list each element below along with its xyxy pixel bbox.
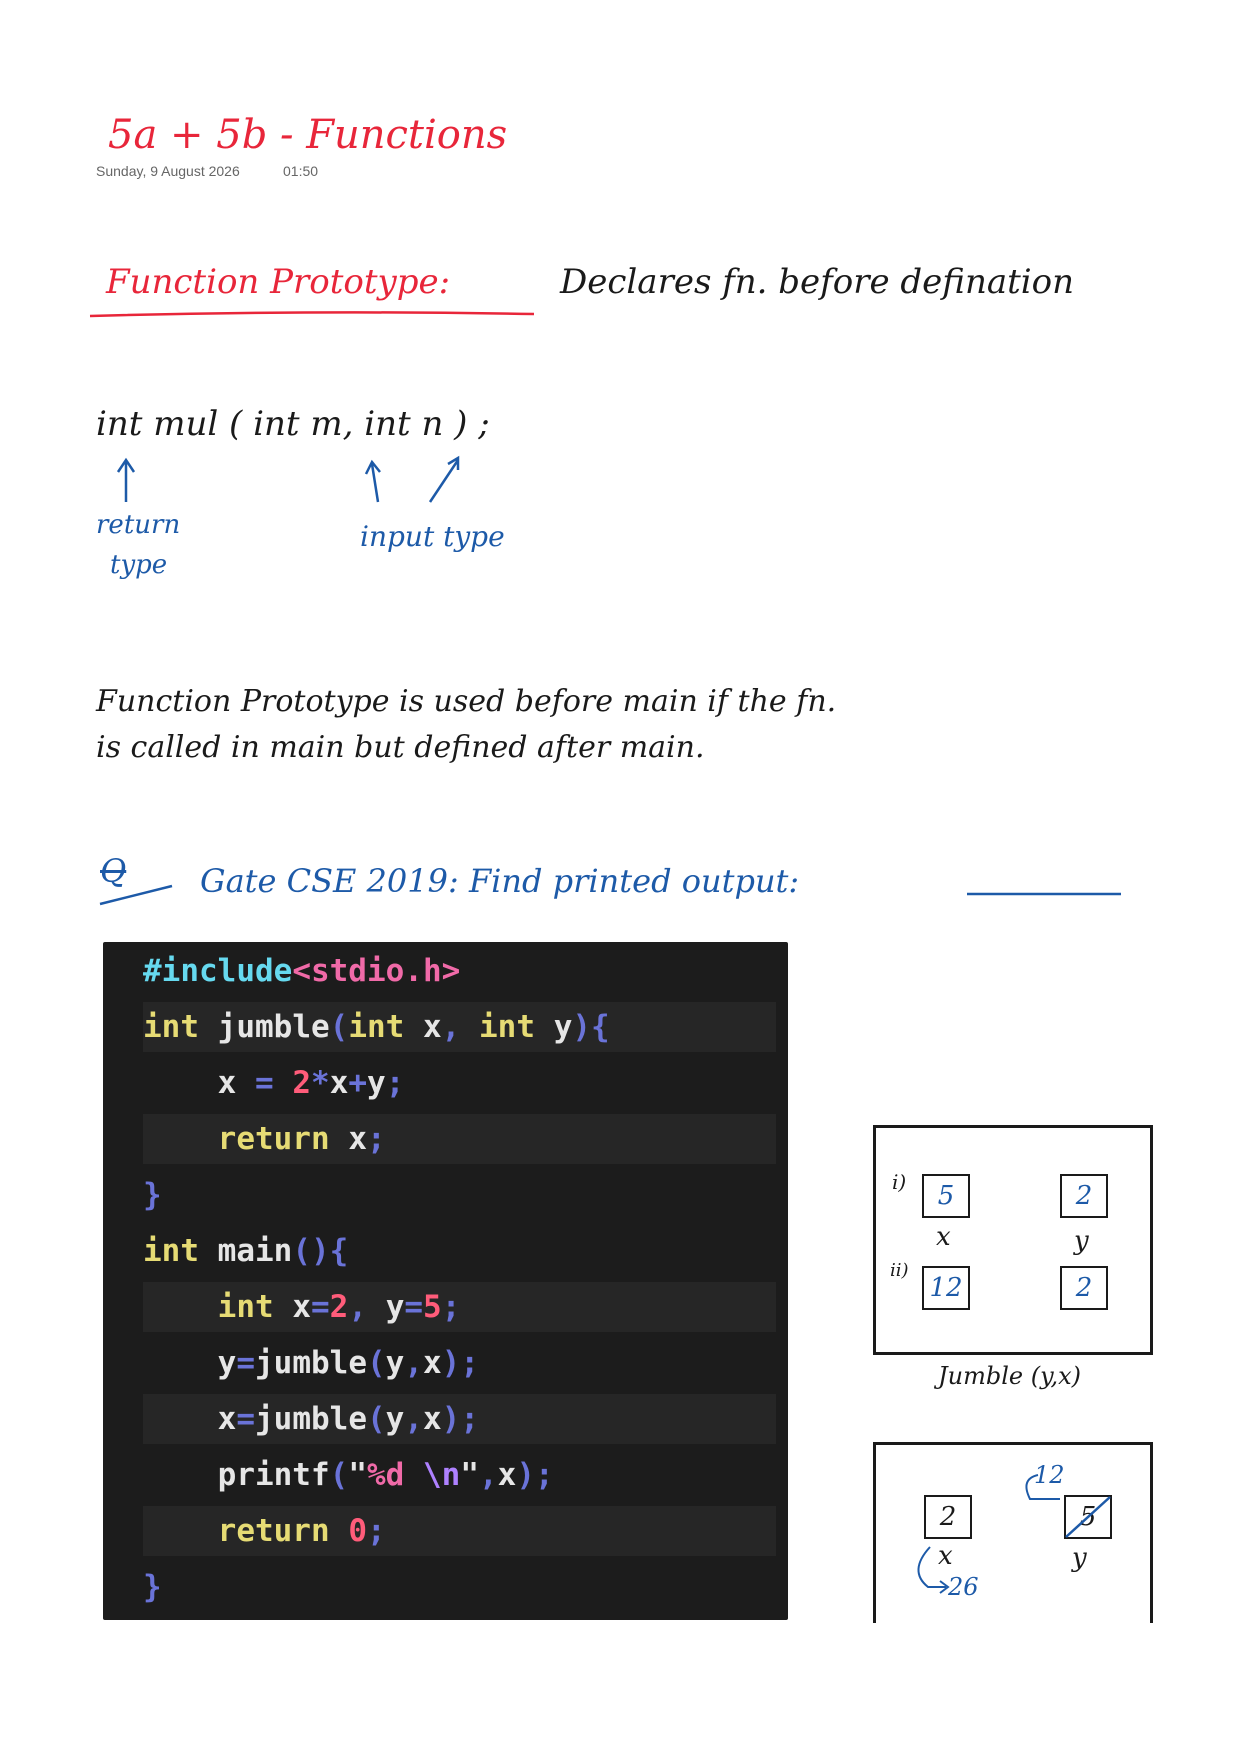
trace-box-2: 2 x 5 y 12 26 xyxy=(873,1442,1153,1623)
page-title: 5a + 5b - Functions xyxy=(108,112,508,158)
prototype-example: int mul ( int m, int n ) ; xyxy=(96,404,490,444)
paragraph-line-1: Function Prototype is used before main i… xyxy=(96,684,837,719)
answer-blank xyxy=(967,892,1121,896)
result-value: 26 xyxy=(948,1573,979,1601)
y-value-1: 2 xyxy=(1060,1174,1108,1218)
label-x: x xyxy=(936,1222,951,1252)
question-mark-icon: Q xyxy=(100,852,127,890)
code-screenshot: #include<stdio.h> int jumble(int x, int … xyxy=(103,942,788,1620)
code-line-6: int main(){ xyxy=(143,1233,349,1269)
y-value-2: 2 xyxy=(1060,1266,1108,1310)
x-value-1: 5 xyxy=(922,1174,970,1218)
row-label-2: ii) xyxy=(890,1260,909,1281)
code-line-8: y=jumble(y,x); xyxy=(217,1345,479,1381)
code-line-3: x = 2*x+y; xyxy=(217,1065,405,1101)
curved-arrow-icon xyxy=(1025,1474,1060,1500)
section-heading: Function Prototype: xyxy=(106,262,451,302)
page-time: 01:50 xyxy=(283,163,319,179)
code-line-1: #include<stdio.h> xyxy=(143,953,461,989)
result-arrow-icon xyxy=(917,1546,950,1594)
code-line-7: int x=2, y=5; xyxy=(143,1282,776,1332)
heading-description: Declares fn. before defination xyxy=(560,262,1075,302)
question-underline-icon xyxy=(99,884,173,906)
code-line-12: } xyxy=(143,1569,162,1605)
question-text: Gate CSE 2019: Find printed output: xyxy=(200,862,800,900)
x-value-2: 12 xyxy=(922,1266,970,1310)
row-label-1: i) xyxy=(892,1170,907,1194)
page-date: Sunday, 9 August 2026 xyxy=(96,163,240,179)
code-line-5: } xyxy=(143,1177,162,1213)
annotation-arrows xyxy=(116,455,460,503)
label-y-2: y xyxy=(1072,1543,1087,1573)
x-value-initial: 2 xyxy=(924,1495,972,1539)
trace-box-1: i) 5 2 x y ii) 12 2 xyxy=(873,1125,1153,1355)
strike-through-icon xyxy=(1065,1496,1111,1538)
code-line-9: x=jumble(y,x); xyxy=(143,1394,776,1444)
code-line-10: printf("%d \n",x); xyxy=(217,1457,554,1493)
code-line-11: return 0; xyxy=(143,1506,776,1556)
input-type-label: input type xyxy=(360,520,505,553)
jumble-caption: Jumble (y,x) xyxy=(938,1362,1081,1390)
return-type-label: return xyxy=(96,510,181,540)
code-line-2: int jumble(int x, int y){ xyxy=(143,1002,776,1052)
label-y: y xyxy=(1074,1226,1089,1256)
y-value-new: 12 xyxy=(1034,1461,1065,1489)
label-x-2: x xyxy=(938,1541,953,1571)
return-type-label-2: type xyxy=(110,550,168,580)
code-line-4: return x; xyxy=(143,1114,776,1164)
heading-underline xyxy=(89,311,535,318)
paragraph-line-2: is called in main but defined after main… xyxy=(96,730,705,765)
